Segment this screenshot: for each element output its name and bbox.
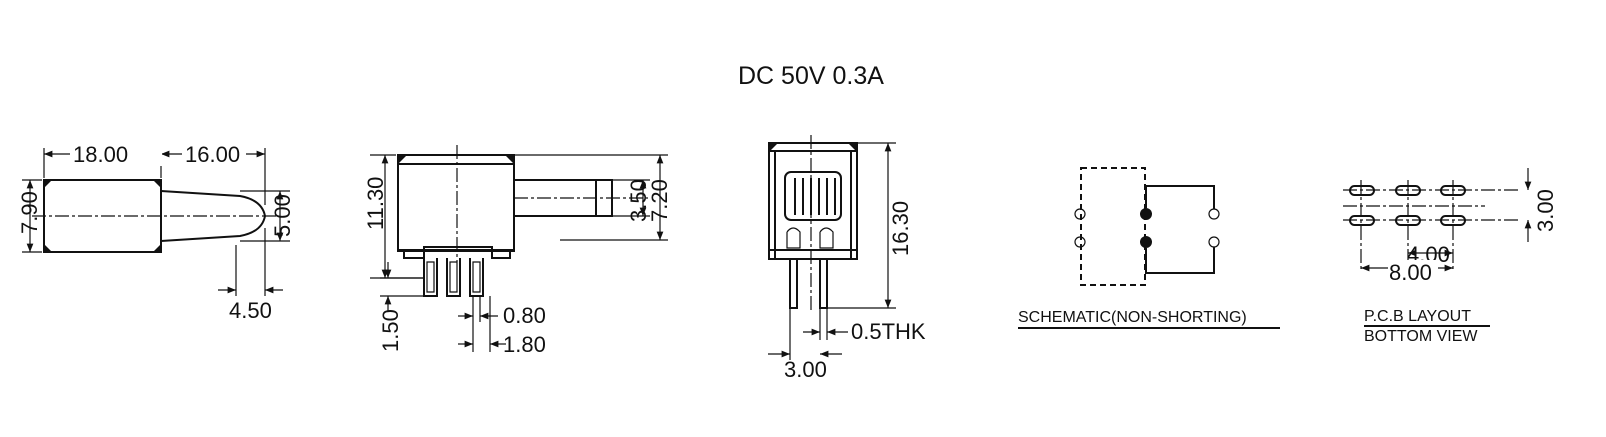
view-side: 11.30 3.50 7.20 1.50 0.80 1.80	[363, 145, 672, 357]
end-body	[768, 142, 858, 260]
dim-3-50: 3.50	[626, 179, 651, 222]
rating-title: DC 50V 0.3A	[738, 62, 884, 90]
schematic: SCHEMATIC(NON-SHORTING)	[1018, 167, 1280, 329]
dim-16-30: 16.30	[888, 201, 913, 256]
dim-1-80: 1.80	[503, 332, 546, 357]
dim-3-00: 3.00	[784, 357, 827, 382]
dim-11-30: 11.30	[363, 177, 388, 230]
view-end: 16.30 0.5THK 3.00	[768, 135, 926, 382]
dim-7-20: 7.20	[647, 179, 672, 222]
dim-18: 18.00	[73, 142, 128, 167]
pcb-layout: 3.00 4.00 8.00 P.C.B LAYOUT BOTTOM VIEW	[1343, 168, 1558, 345]
dim-5-00: 5.00	[270, 194, 295, 237]
dim-7-90: 7.90	[17, 191, 42, 234]
dashed-frame	[1080, 167, 1146, 286]
schematic-caption: SCHEMATIC(NON-SHORTING)	[1018, 309, 1247, 326]
dim-16: 16.00	[185, 142, 240, 167]
side-body	[397, 154, 515, 252]
pcb-caption-1: P.C.B LAYOUT	[1364, 308, 1471, 325]
dim-0-80: 0.80	[503, 303, 546, 328]
dim-4-50: 4.50	[229, 298, 272, 323]
pcb-caption-2: BOTTOM VIEW	[1364, 328, 1478, 345]
pcb-dim-8-00: 8.00	[1389, 260, 1432, 285]
dim-1-50: 1.50	[378, 309, 403, 352]
dim-0-5thk: 0.5THK	[851, 319, 926, 344]
pcb-dim-3-00: 3.00	[1533, 189, 1558, 232]
view-top: 18.00 16.00 7.90 5.00 4.50	[17, 140, 295, 323]
